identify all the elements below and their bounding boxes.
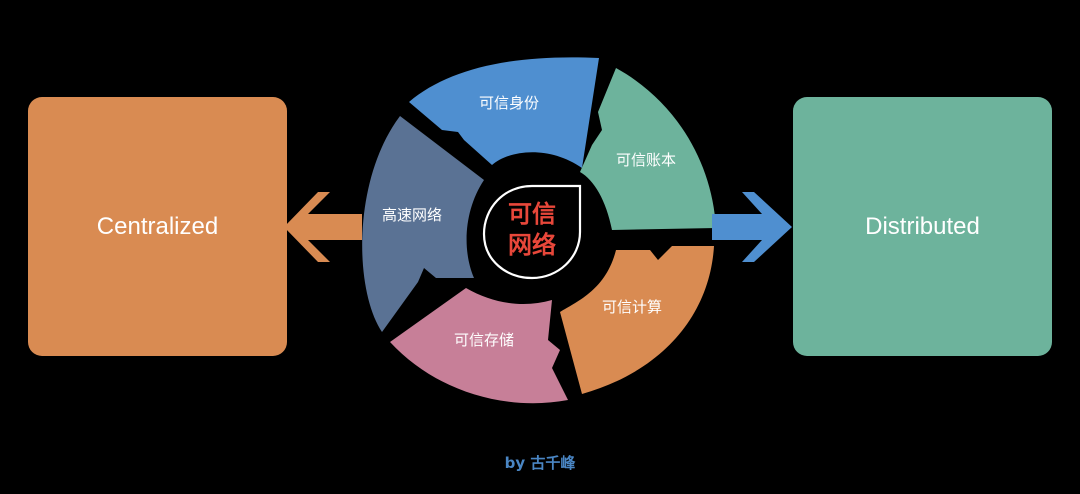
- trusted-network-ring: 可信 网络 可信身份 可信账本 可信计算 可信存储 高速网络: [362, 57, 716, 404]
- distributed-box: Distributed: [793, 97, 1052, 356]
- segment-trusted-storage: [390, 288, 568, 404]
- author-credit: by 古千峰: [504, 454, 576, 472]
- center-label-line2: 网络: [508, 231, 556, 259]
- segment-label-highspeed-network: 高速网络: [382, 206, 442, 224]
- right-arrow-icon: [712, 192, 792, 262]
- segment-trusted-compute: [560, 246, 714, 394]
- centralized-box: Centralized: [28, 97, 287, 356]
- segment-label-trusted-identity: 可信身份: [479, 94, 539, 112]
- segment-highspeed-network: [362, 116, 484, 332]
- center-teardrop-outline: [482, 184, 582, 280]
- center-label-line1: 可信: [508, 200, 556, 228]
- segment-trusted-identity: [409, 57, 599, 168]
- centralized-label: Centralized: [96, 212, 219, 240]
- distributed-label: Distributed: [865, 212, 980, 240]
- center-circle: [470, 168, 594, 292]
- segment-label-trusted-ledger: 可信账本: [616, 151, 676, 169]
- left-arrow-icon: [284, 192, 362, 262]
- segment-label-trusted-storage: 可信存储: [454, 331, 514, 349]
- segment-trusted-ledger: [580, 68, 716, 230]
- segment-label-trusted-compute: 可信计算: [602, 298, 662, 316]
